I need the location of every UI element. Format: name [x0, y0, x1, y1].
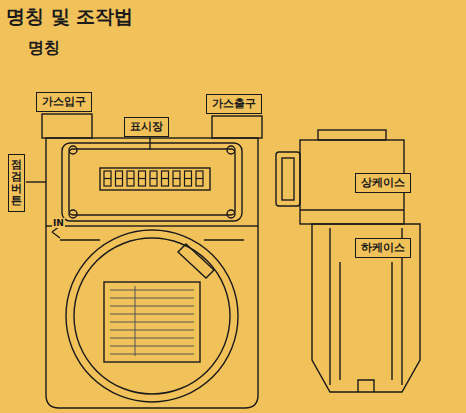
part-label-box: 가스출구 [206, 94, 262, 113]
digit-segment [162, 171, 169, 186]
outlet-fitting [212, 116, 262, 138]
part-label-box: 상케이스 [355, 173, 411, 192]
display-inner [69, 149, 235, 215]
digit-window [100, 168, 210, 190]
part-label-box: 표시장 [124, 117, 169, 136]
digit-segment [139, 171, 146, 186]
part-label-box: 점검버튼 [8, 154, 25, 212]
part-name: 하케이스 [361, 241, 405, 254]
display-panel [62, 143, 242, 221]
digit-segment [127, 171, 134, 186]
digit-segment [104, 171, 111, 186]
part-name: 점검버튼 [11, 159, 22, 207]
dial-ring [66, 230, 238, 402]
digit-segment [116, 171, 123, 186]
part-label-box: 가스입구 [36, 92, 92, 111]
part-name: 표시장 [130, 120, 163, 133]
digit-segment [185, 171, 192, 186]
top-housing [46, 138, 258, 226]
inlet-mark: IN [52, 218, 65, 228]
upper-case-side [300, 140, 404, 224]
latch [178, 244, 214, 278]
inlet-fitting [42, 114, 92, 138]
lower-body [46, 226, 258, 408]
nameplate [104, 282, 200, 362]
lower-case-side [312, 224, 420, 392]
part-label-box: 하케이스 [355, 238, 411, 257]
part-name: 가스입구 [42, 95, 86, 108]
button-leader [26, 181, 46, 182]
digit-segment [173, 171, 180, 186]
page-title: 명칭 및 조작법 [6, 4, 133, 30]
part-name: 가스출구 [212, 97, 256, 110]
section-heading: 명칭 [28, 38, 60, 59]
digit-segment [150, 171, 157, 186]
part-name: 상케이스 [361, 176, 405, 189]
digit-segment [196, 171, 203, 186]
